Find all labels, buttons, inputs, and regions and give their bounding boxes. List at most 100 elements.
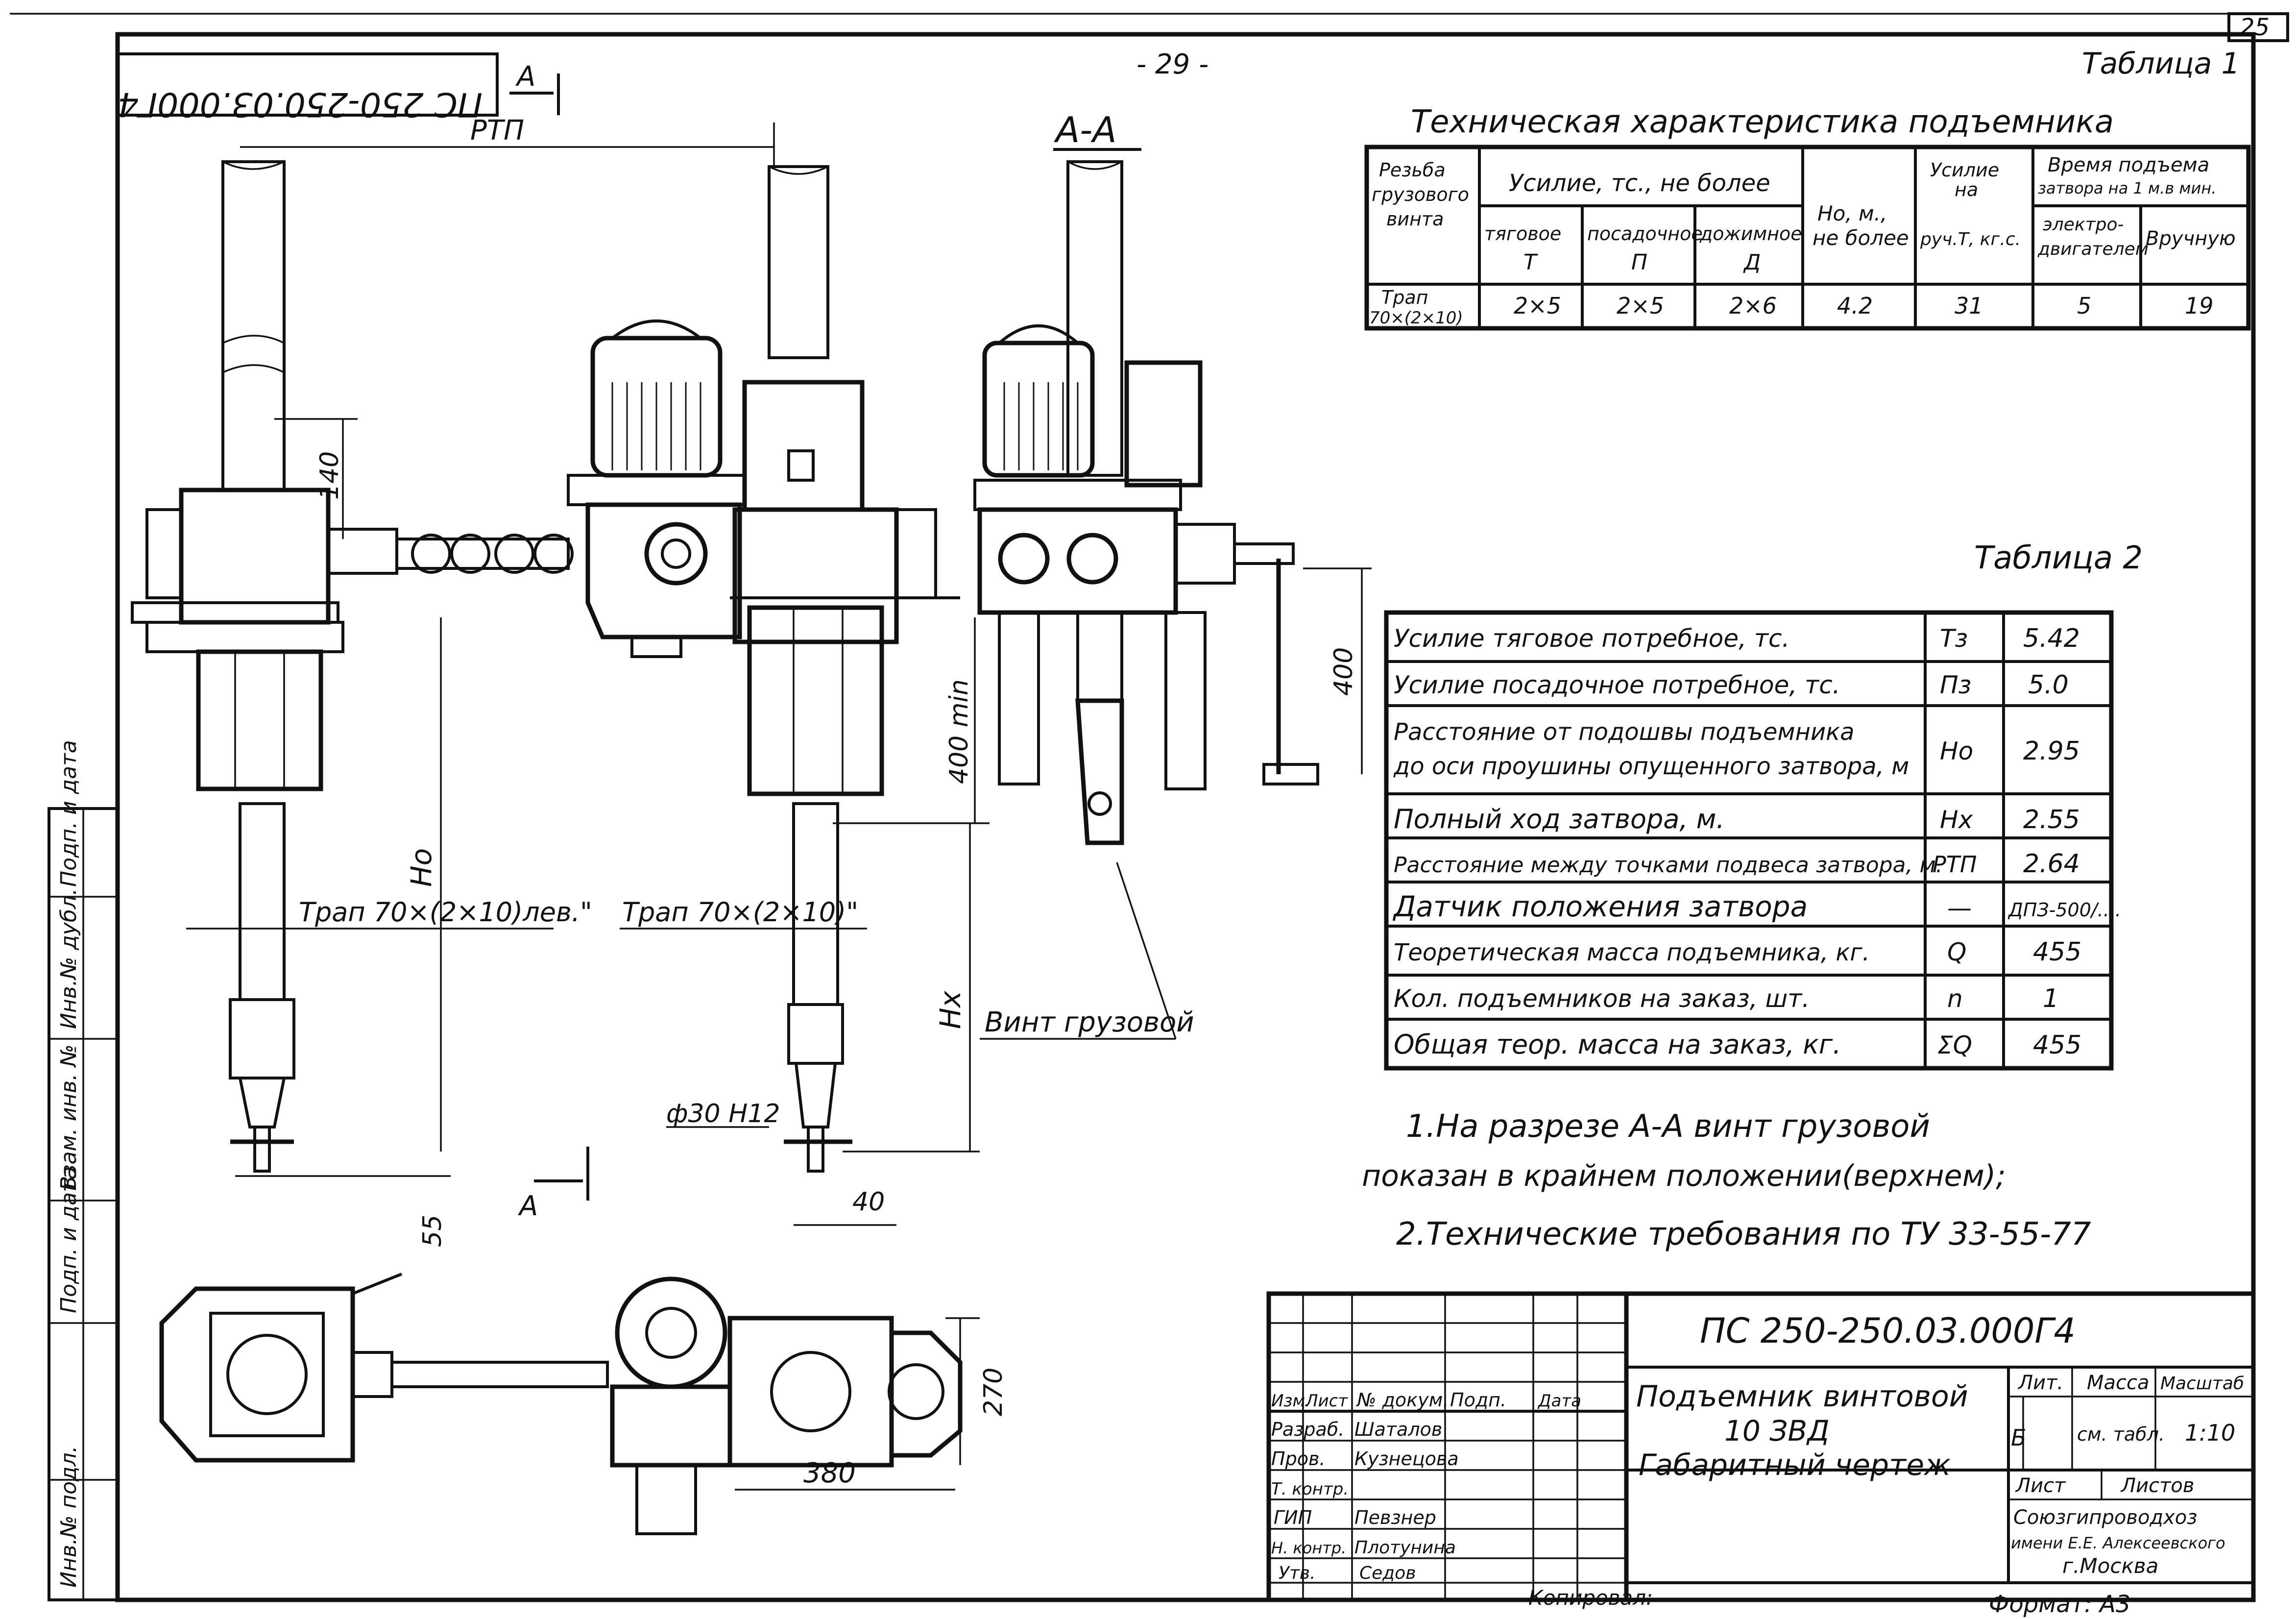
- t2-row-value: 2.64: [2023, 849, 2080, 879]
- t2-row-symbol: Но: [1940, 737, 1973, 765]
- title-block: Изм. Лист № докум. Подп. Дата Разраб. Пр…: [1266, 1291, 2256, 1618]
- tb-sheets-lbl: Листов: [2120, 1474, 2194, 1497]
- t2-row-value: 455: [2033, 1030, 2081, 1060]
- table-2: Таблица 2 Усилие тяговое потребное, тс. …: [1384, 540, 2143, 1071]
- section-a-a-view: [973, 160, 1319, 845]
- dim-400: 400: [1329, 647, 1358, 696]
- tb-role: Т. контр.: [1271, 1479, 1349, 1499]
- table-1: Таблица 1 Техническая характеристика под…: [1364, 47, 2251, 331]
- dim-40: 40: [852, 1187, 885, 1217]
- dim-hx: Нх: [934, 990, 967, 1029]
- t1-h-height: Но, м.,: [1817, 201, 1887, 225]
- t1-h-thread-3: винта: [1386, 208, 1444, 230]
- t2-row-value: 2.55: [2023, 805, 2080, 834]
- strip-label-sign-date: Подп. и дата: [56, 1166, 81, 1313]
- t2-row-label-2: до оси проушины опущенного затвора, м: [1393, 753, 1909, 780]
- t2-row-value: 2.95: [2023, 736, 2080, 766]
- t1-h-thread-2: грузового: [1372, 184, 1469, 205]
- t2-row-value: 1: [2043, 984, 2059, 1013]
- left-elevation-view: [131, 160, 574, 1173]
- t2-row-label: Расстояние от подошвы подъемника: [1394, 718, 1855, 746]
- t1-h-electric: электро-: [2043, 215, 2124, 235]
- page-number: - 29 -: [1136, 49, 1208, 80]
- corner-number: 25: [2240, 14, 2270, 41]
- t2-row-symbol: n: [1947, 984, 1963, 1013]
- t1-h-height-2: не более: [1813, 226, 1909, 250]
- tb-lit: Б: [2011, 1424, 2027, 1451]
- t2-row-symbol: ΣQ: [1937, 1031, 1972, 1059]
- note-line-2: показан в крайнем положении(верхнем);: [1362, 1159, 2006, 1193]
- tb-role: Н. контр.: [1271, 1539, 1346, 1557]
- tb-role: Пров.: [1271, 1448, 1325, 1470]
- t2-row-label: Общая теор. масса на заказ, кг.: [1394, 1029, 1841, 1060]
- t1-pressing: 2×6: [1729, 293, 1777, 319]
- t2-row-symbol: РТП: [1933, 851, 1977, 878]
- t1-h-landing-sym: П: [1631, 250, 1647, 275]
- t1-electric: 5: [2077, 293, 2091, 319]
- dim-400-min: 400 min: [944, 679, 974, 784]
- tb-person: Певзнер: [1354, 1507, 1436, 1528]
- dim-140: 140: [315, 451, 344, 500]
- tb-hdr-data: Дата: [1537, 1391, 1581, 1411]
- t1-h-handle-3: руч.Т, кг.с.: [1920, 229, 2021, 249]
- dim-ho: Но: [405, 848, 438, 887]
- corner-number-box: [2227, 12, 2289, 42]
- tb-mass-hdr: Масса: [2087, 1372, 2150, 1394]
- t1-manual: 19: [2185, 293, 2214, 319]
- tb-person: Седов: [1359, 1563, 1416, 1583]
- tb-copied: Копировал:: [1528, 1586, 1653, 1610]
- middle-section-view: [730, 165, 960, 1173]
- phi30-label: ф30 Н12: [666, 1099, 780, 1128]
- t1-thread-1: Трап: [1381, 287, 1428, 308]
- section-marker-top: А: [515, 61, 535, 93]
- tb-hdr-podp: Подп.: [1450, 1389, 1506, 1411]
- t1-height: 4.2: [1837, 293, 1873, 319]
- tb-role: Утв.: [1279, 1563, 1316, 1583]
- t2-row-label: Датчик положения затвора: [1392, 890, 1808, 923]
- tb-hdr-izm: Изм.: [1271, 1391, 1310, 1411]
- t2-row-value: 5.42: [2023, 624, 2080, 653]
- t1-h-traction-sym: Т: [1523, 250, 1538, 275]
- left-stamp-strip: Подп. и дата Инв.№ дубл. Взам. инв. № По…: [48, 740, 119, 1601]
- note-line-1: 1.На разрезе А-А винт грузовой: [1406, 1108, 1930, 1145]
- t1-h-effort: Усилие, тс., не более: [1509, 170, 1770, 197]
- thread-label-right: Трап 70×(2×10)": [622, 897, 858, 928]
- t1-h-manual: Вручную: [2146, 227, 2236, 250]
- note-line-3: 2.Технические требования по ТУ 33-55-77: [1396, 1216, 2091, 1252]
- tb-hdr-doc: № докум.: [1356, 1389, 1449, 1411]
- t2-row-symbol: Тз: [1940, 624, 1968, 653]
- tb-org-1: Союзгипроводхоз: [2013, 1506, 2198, 1529]
- rotated-drawing-code: ПС 250-250.03.000Г4: [118, 85, 483, 123]
- t1-h-thread-1: Резьба: [1379, 159, 1446, 181]
- t2-row-value: 5.0: [2028, 670, 2069, 700]
- t2-row-label: Усилие тяговое потребное, тс.: [1394, 624, 1789, 653]
- tb-org-3: г.Москва: [2062, 1554, 2158, 1578]
- strip-label-inv-orig: Инв.№ подл.: [56, 1446, 81, 1588]
- dim-380: 380: [803, 1457, 856, 1489]
- strip-label-dup-inv: Инв.№ дубл.: [56, 888, 81, 1029]
- tb-scale-hdr: Масштаб: [2160, 1374, 2244, 1394]
- thread-label-left: Трап 70×(2×10)лев.": [299, 897, 592, 928]
- t2-row-label: Усилие посадочное потребное, тс.: [1394, 671, 1840, 699]
- strip-label-date-top: Подп. и дата: [56, 740, 81, 887]
- tb-name-line-2: 10 ЗВД: [1724, 1414, 1830, 1447]
- tb-person: Плотунина: [1354, 1538, 1456, 1558]
- t1-handle: 31: [1955, 293, 1983, 319]
- dim-270: 270: [979, 1368, 1008, 1416]
- t2-row-label: Кол. подъемников на заказ, шт.: [1394, 984, 1810, 1013]
- tb-role: ГИП: [1274, 1507, 1312, 1528]
- tb-name-line-3: Габаритный чертеж: [1639, 1448, 1951, 1482]
- t1-landing: 2×5: [1617, 293, 1664, 319]
- t1-thread-2: 70×(2×10): [1369, 308, 1463, 328]
- tb-person: Шаталов: [1354, 1419, 1442, 1440]
- t1-traction: 2×5: [1514, 293, 1561, 319]
- t2-row-value: 455: [2033, 937, 2081, 967]
- tb-format: Формат: А3: [1989, 1591, 2131, 1618]
- dim-55: 55: [418, 1215, 447, 1247]
- t2-row-value: ДПЗ-500/....: [2007, 899, 2121, 921]
- tb-sheet-lbl: Лист: [2015, 1474, 2066, 1497]
- t2-row-label: Расстояние между точками подвеса затвора…: [1394, 853, 1943, 878]
- t1-h-traction: тяговое: [1484, 223, 1561, 245]
- table2-caption: Таблица 2: [1974, 540, 2143, 576]
